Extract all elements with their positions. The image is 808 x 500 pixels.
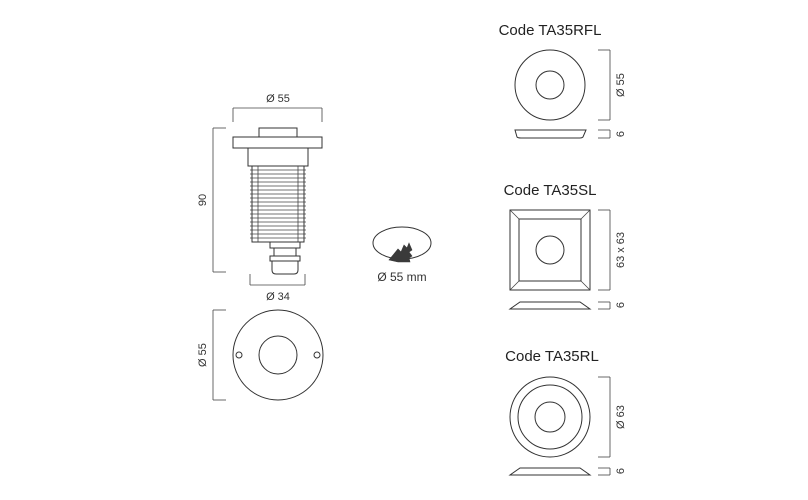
- fixture-side-view: Ø 55: [197, 93, 323, 303]
- model-size-label: 63 x 63: [615, 232, 627, 268]
- model-code-title: Code TA35RFL: [499, 22, 602, 39]
- model-ta35rl: Code TA35RL Ø 63 6: [505, 348, 627, 476]
- model-code-title: Code TA35SL: [504, 182, 597, 199]
- model-thickness-label: 6: [615, 468, 627, 474]
- drill-icon: [388, 242, 413, 263]
- model-code-title: Code TA35RL: [505, 348, 599, 365]
- cutout-hole-symbol: Ø 55 mm: [372, 226, 432, 284]
- model-thickness-label: 6: [615, 131, 627, 137]
- hole-diameter-label: Ø 55 mm: [377, 270, 426, 284]
- fixture-top-view: Ø 55: [197, 309, 324, 401]
- model-ta35sl: Code TA35SL 63 x 63 6: [504, 182, 627, 310]
- model-size-label: Ø 63: [615, 405, 627, 429]
- model-size-label: Ø 55: [615, 73, 627, 97]
- heatsink-fins: [250, 166, 306, 242]
- ring-diameter-label: Ø 55: [197, 343, 209, 367]
- fixture-bottom-diameter-label: Ø 34: [266, 291, 290, 303]
- model-thickness-label: 6: [615, 302, 627, 308]
- fixture-height-label: 90: [197, 194, 209, 206]
- fixture-top-diameter-label: Ø 55: [266, 93, 290, 105]
- model-ta35rfl: Code TA35RFL Ø 55 6: [499, 22, 627, 139]
